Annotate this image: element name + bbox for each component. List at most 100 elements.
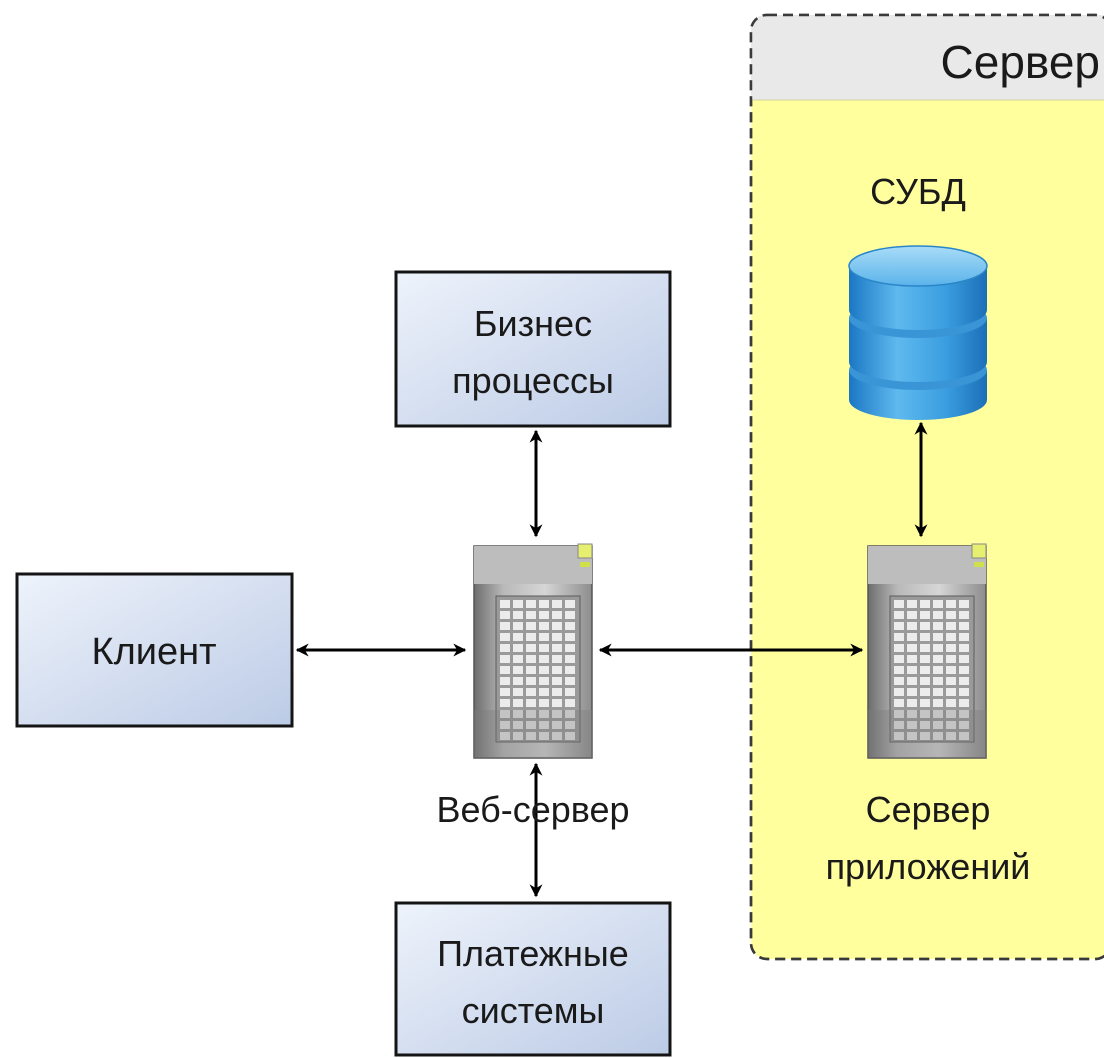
- tower-grille-cell: [552, 721, 562, 729]
- tower-grille-cell: [946, 666, 956, 674]
- tower-grille-cell: [565, 721, 575, 729]
- tower-grille-cell: [526, 732, 536, 740]
- tower-grille-cell: [946, 699, 956, 707]
- web-server-icon: [473, 543, 593, 759]
- tower-grille-cell: [565, 633, 575, 641]
- tower-grille-cell: [946, 732, 956, 740]
- tower-grille-cell: [500, 633, 510, 641]
- tower-grille-cell: [894, 644, 904, 652]
- tower-grille-cell: [565, 666, 575, 674]
- tower-grille-cell: [894, 622, 904, 630]
- tower-grille-cell: [513, 710, 523, 718]
- tower-grille-cell: [500, 666, 510, 674]
- server-group: Сервер: [749, 13, 1104, 961]
- tower-grille-cell: [959, 600, 969, 608]
- tower-grille-cell: [526, 655, 536, 663]
- tower-grille-cell: [539, 666, 549, 674]
- tower-grille-cell: [933, 732, 943, 740]
- tower-grille-cell: [552, 710, 562, 718]
- tower-grille-cell: [946, 633, 956, 641]
- tower-grille-cell: [552, 688, 562, 696]
- tower-grille-cell: [526, 699, 536, 707]
- tower-grille-cell: [907, 611, 917, 619]
- tower-grille-cell: [920, 666, 930, 674]
- tower-grille-cell: [959, 622, 969, 630]
- tower-grille-cell: [565, 677, 575, 685]
- tower-grille-cell: [920, 699, 930, 707]
- tower-grille-cell: [500, 622, 510, 630]
- tower-grille-cell: [500, 644, 510, 652]
- tower-grille-cell: [539, 699, 549, 707]
- tower-grille-cell: [946, 677, 956, 685]
- tower-grille-cell: [552, 611, 562, 619]
- app-server-label-line2: приложений: [826, 846, 1031, 887]
- tower-grille-cell: [933, 622, 943, 630]
- tower-grille-cell: [500, 732, 510, 740]
- payment-systems-label-line2: системы: [462, 990, 605, 1031]
- tower-grille-cell: [552, 600, 562, 608]
- tower-grille-cell: [526, 721, 536, 729]
- tower-grille-cell: [894, 699, 904, 707]
- tower-grille-cell: [539, 732, 549, 740]
- tower-grille-cell: [526, 710, 536, 718]
- tower-grille-cell: [565, 611, 575, 619]
- tower-grille-cell: [513, 611, 523, 619]
- tower-grille-cell: [539, 677, 549, 685]
- tower-grille-cell: [920, 600, 930, 608]
- tower-grille-cell: [513, 644, 523, 652]
- tower-grille-cell: [552, 732, 562, 740]
- tower-grille-cell: [946, 644, 956, 652]
- tower-grille-cell: [907, 644, 917, 652]
- tower-grille-cell: [946, 721, 956, 729]
- tower-grille-cell: [552, 699, 562, 707]
- tower-grille-cell: [907, 600, 917, 608]
- tower-grille-cell: [500, 600, 510, 608]
- tower-grille-cell: [526, 600, 536, 608]
- tower-grille-cell: [565, 644, 575, 652]
- tower-grille-cell: [500, 677, 510, 685]
- tower-grille-cell: [513, 633, 523, 641]
- tower-grille-cell: [526, 611, 536, 619]
- tower-grille-cell: [920, 677, 930, 685]
- tower-grille-cell: [920, 611, 930, 619]
- business-processes-label-line1: Бизнес: [474, 303, 592, 344]
- tower-grille-cell: [513, 622, 523, 630]
- tower-grille-cell: [933, 677, 943, 685]
- app-server-icon: [867, 543, 987, 759]
- tower-grille-cell: [539, 622, 549, 630]
- tower-grille-cell: [920, 655, 930, 663]
- tower-grille-cell: [959, 677, 969, 685]
- tower-grille-cell: [552, 633, 562, 641]
- tower-grille-cell: [907, 732, 917, 740]
- tower-grille-cell: [539, 644, 549, 652]
- tower-grille-cell: [933, 633, 943, 641]
- server-tower-icon: [473, 543, 593, 759]
- web-server-label: Веб-сервер: [436, 789, 629, 830]
- tower-grille-cell: [526, 688, 536, 696]
- tower-grille-cell: [946, 688, 956, 696]
- tower-grille-cell: [565, 622, 575, 630]
- tower-grille-cell: [552, 644, 562, 652]
- tower-grille-cell: [526, 622, 536, 630]
- payment-systems-node: Платежные системы: [394, 901, 672, 1057]
- tower-grille-cell: [552, 666, 562, 674]
- tower-grille-cell: [513, 655, 523, 663]
- database-cylinder-icon: [848, 245, 988, 420]
- tower-grille-cell: [933, 710, 943, 718]
- server-group-title: Сервер: [941, 36, 1100, 88]
- tower-grille-cell: [946, 710, 956, 718]
- tower-grille-cell: [894, 710, 904, 718]
- tower-grille-cell: [907, 622, 917, 630]
- tower-grille-cell: [946, 611, 956, 619]
- tower-grille-cell: [500, 655, 510, 663]
- tower-grille-cell: [513, 688, 523, 696]
- tower-grille-cell: [565, 688, 575, 696]
- tower-grille-cell: [920, 633, 930, 641]
- tower-grille-cell: [894, 655, 904, 663]
- tower-grille-cell: [959, 644, 969, 652]
- app-server-label-line1: Сервер: [866, 789, 991, 830]
- tower-grille-cell: [959, 710, 969, 718]
- tower-grille-cell: [552, 655, 562, 663]
- tower-grille-cell: [565, 732, 575, 740]
